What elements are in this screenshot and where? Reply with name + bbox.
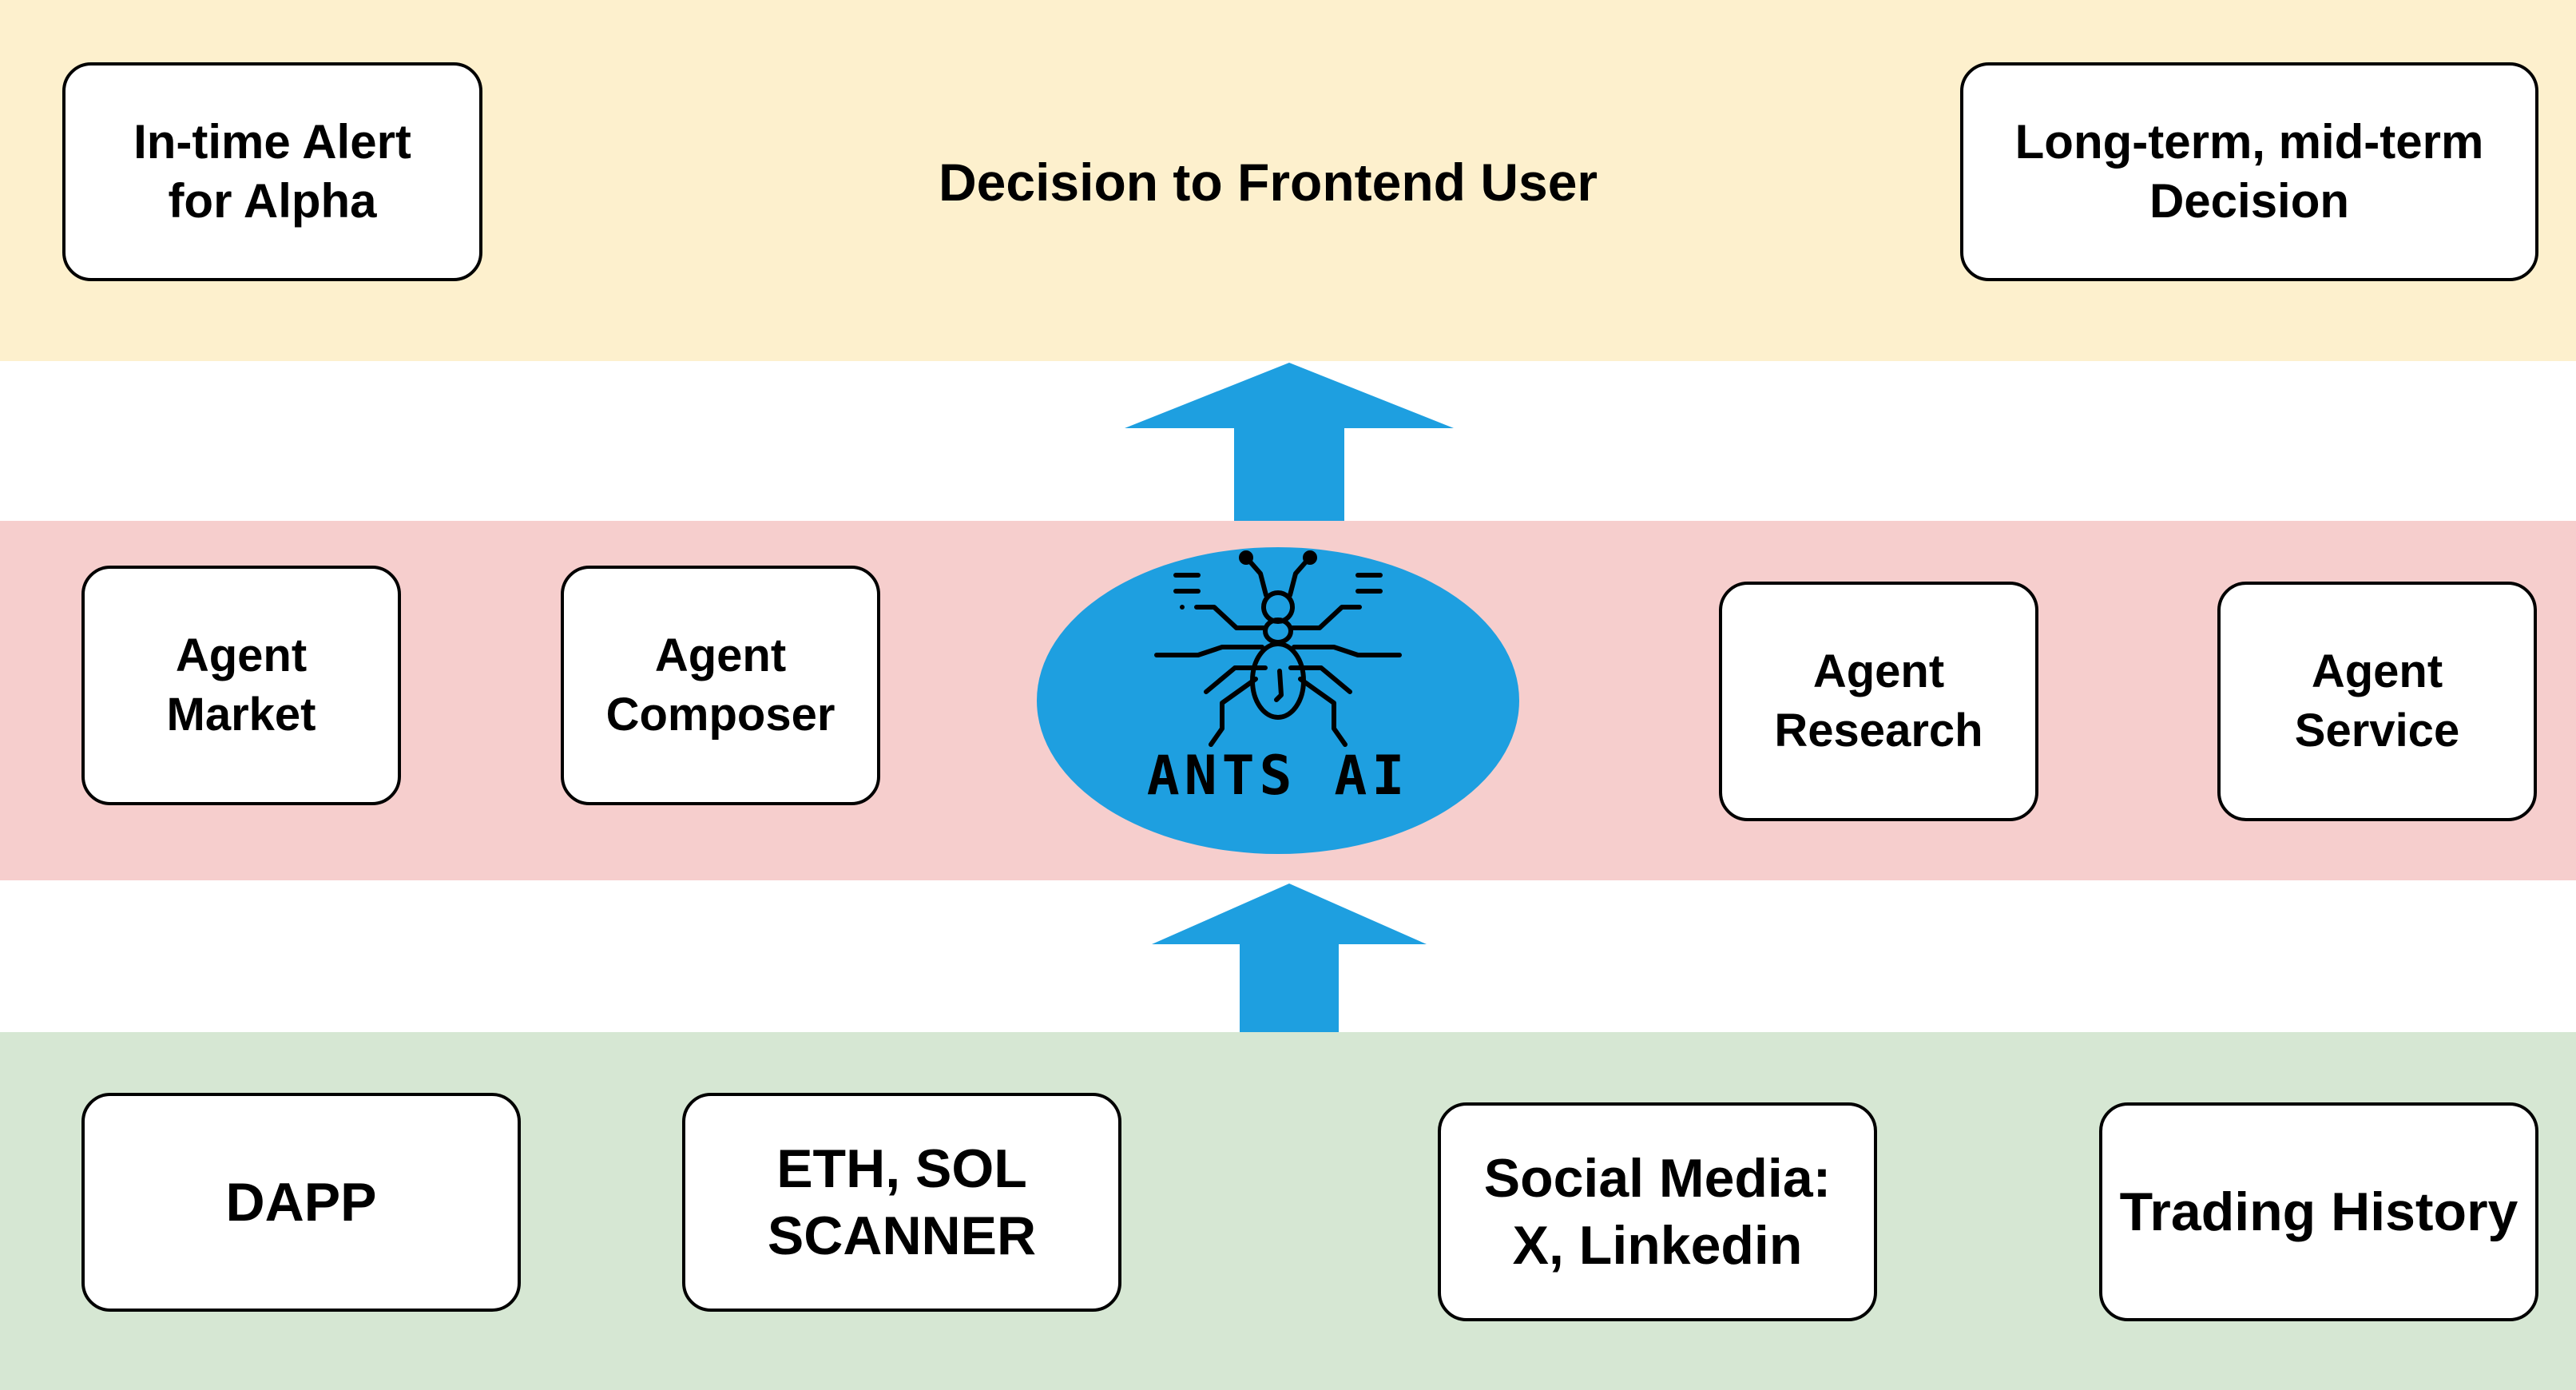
in-time-alert-box: In-time Alert for Alpha — [62, 62, 482, 281]
ant-icon — [1154, 550, 1402, 747]
agent-research-box: Agent Research — [1719, 582, 2038, 821]
upward-arrow-bottom — [1152, 884, 1427, 1032]
agent-composer-box: Agent Composer — [561, 566, 880, 805]
scanner-box: ETH, SOL SCANNER — [682, 1093, 1121, 1312]
decision-title: Decision to Frontend User — [939, 153, 1598, 212]
dapp-box: DAPP — [81, 1093, 521, 1312]
long-term-decision-box: Long-term, mid-term Decision — [1960, 62, 2538, 281]
trading-history-box: Trading History — [2099, 1102, 2538, 1321]
upward-arrow-top — [1125, 363, 1454, 521]
agent-market-box: Agent Market — [81, 566, 401, 805]
social-media-box: Social Media: X, Linkedin — [1438, 1102, 1877, 1321]
agent-service-box: Agent Service — [2217, 582, 2537, 821]
ants-ai-label: ANTS AI — [1147, 745, 1410, 808]
